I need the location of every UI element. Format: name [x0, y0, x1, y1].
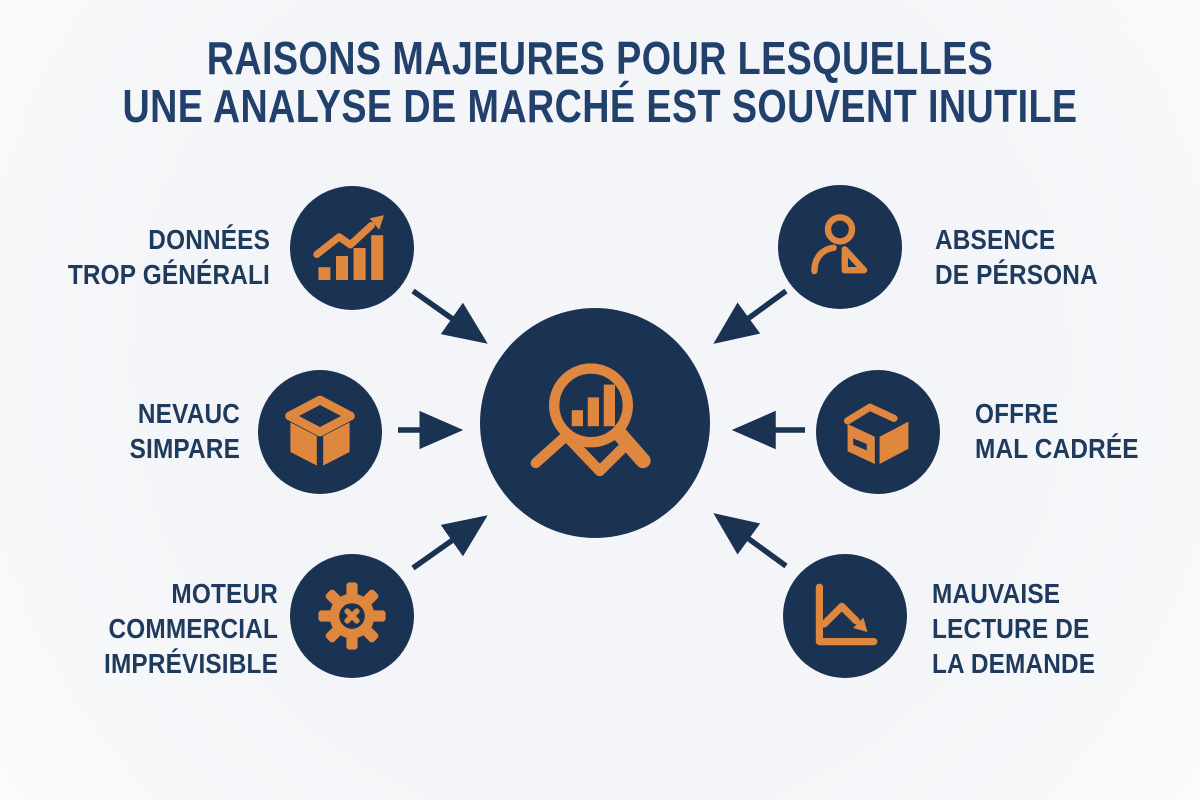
node-nevauc-simpare: [258, 370, 382, 494]
label-moteur-commercial: MOTEUR COMMERCIAL IMPRÉVISIBLE: [104, 578, 279, 679]
label-nevauc-simpare: NEVAUC SIMPARE: [129, 398, 240, 464]
gear-x-icon: [318, 582, 386, 650]
label-donnees-trop-generali: DONNÉES TROP GÉNÉRALI: [67, 224, 270, 290]
page-title: RAISONS MAJEURES POUR LESQUELLES UNE ANA…: [108, 34, 1092, 131]
node-mauvaise-lecture: [783, 554, 907, 678]
node-offre-mal-cadree: [816, 370, 940, 494]
label-absence-de-persona: ABSENCE DE PÉRSONA: [935, 224, 1098, 290]
title-line-1: RAISONS MAJEURES POUR LESQUELLES: [206, 32, 994, 84]
arrow-top-right: [713, 288, 788, 344]
label-offre-mal-cadree: OFFRE MAL CADRÉE: [975, 398, 1139, 464]
arrow-bottom-right: [713, 513, 788, 569]
label-mauvaise-lecture: MAUVAISE LECTURE DE LA DEMANDE: [932, 578, 1096, 679]
rising-bar-chart-icon: [313, 215, 384, 280]
node-moteur-commercial: [290, 554, 414, 678]
declining-chart-icon: [815, 583, 878, 646]
persona-icon: [811, 214, 868, 275]
node-absence-de-persona: [778, 185, 902, 309]
center-node: [480, 308, 710, 538]
node-donnees-trop-generali: [290, 186, 414, 310]
arrow-top-left: [411, 288, 488, 344]
cube-icon: [285, 395, 355, 466]
package-box-icon: [844, 403, 909, 464]
arrow-bottom-left: [411, 515, 488, 571]
title-line-2: UNE ANALYSE DE MARCHÉ EST SOUVENT INUTIL…: [122, 80, 1078, 133]
magnifier-analysis-icon: [530, 363, 651, 477]
